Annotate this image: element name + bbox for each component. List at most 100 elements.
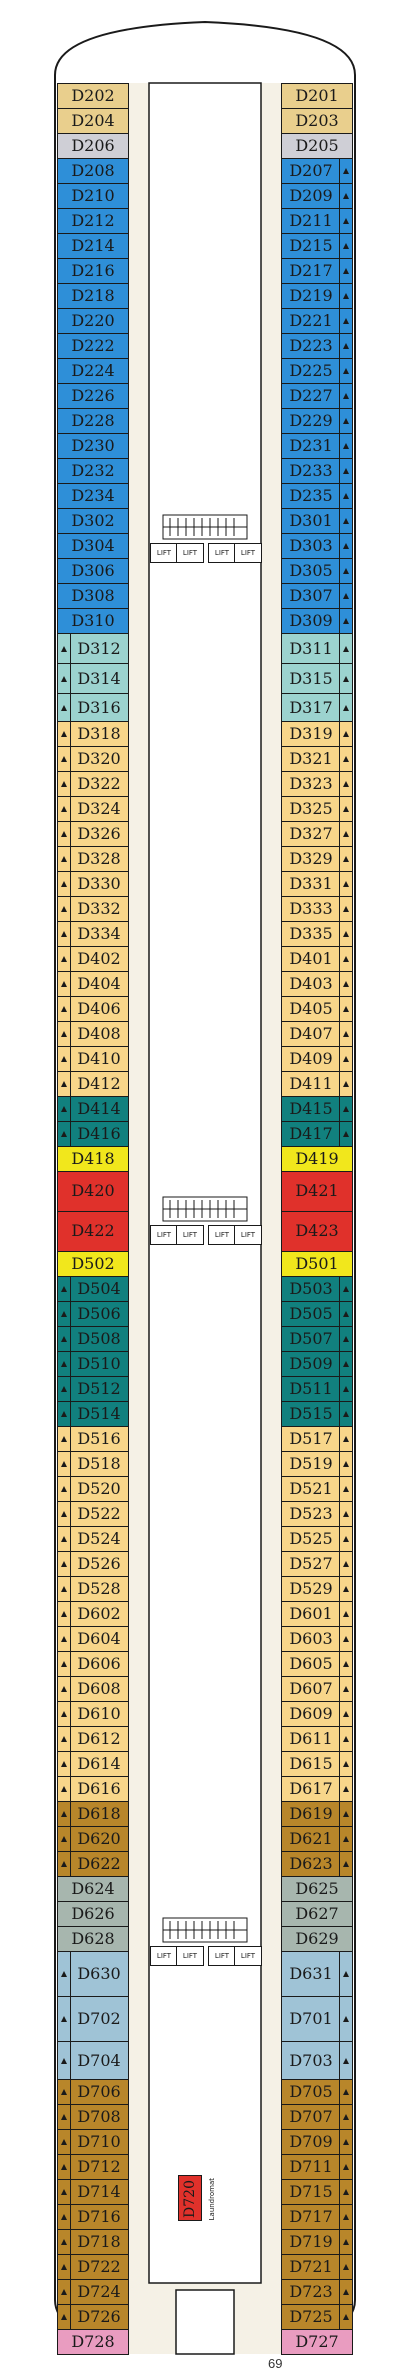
cabin-d410[interactable]: D410 <box>57 1045 129 1072</box>
cabin-d335[interactable]: D335 <box>281 920 353 947</box>
cabin-d221[interactable]: D221 <box>281 308 353 335</box>
cabin-d408[interactable]: D408 <box>57 1020 129 1047</box>
cabin-d316[interactable]: D316 <box>57 693 129 722</box>
cabin-d619[interactable]: D619 <box>281 1801 353 1828</box>
cabin-d215[interactable]: D215 <box>281 233 353 260</box>
cabin-d414[interactable]: D414 <box>57 1095 129 1122</box>
cabin-d232[interactable]: D232 <box>57 458 129 485</box>
cabin-d728[interactable]: D728 <box>57 2328 129 2355</box>
cabin-d607[interactable]: D607 <box>281 1676 353 1703</box>
cabin-d509[interactable]: D509 <box>281 1351 353 1378</box>
cabin-d519[interactable]: D519 <box>281 1451 353 1478</box>
cabin-d525[interactable]: D525 <box>281 1526 353 1553</box>
cabin-d412[interactable]: D412 <box>57 1070 129 1097</box>
cabin-d330[interactable]: D330 <box>57 870 129 897</box>
cabin-d725[interactable]: D725 <box>281 2303 353 2330</box>
cabin-d303[interactable]: D303 <box>281 533 353 560</box>
cabin-d304[interactable]: D304 <box>57 533 129 560</box>
cabin-d327[interactable]: D327 <box>281 820 353 847</box>
cabin-d625[interactable]: D625 <box>281 1876 353 1903</box>
cabin-d206[interactable]: D206 <box>57 133 129 160</box>
cabin-d401[interactable]: D401 <box>281 945 353 972</box>
cabin-d717[interactable]: D717 <box>281 2203 353 2230</box>
cabin-d331[interactable]: D331 <box>281 870 353 897</box>
cabin-d321[interactable]: D321 <box>281 745 353 772</box>
cabin-d202[interactable]: D202 <box>57 83 129 109</box>
cabin-d328[interactable]: D328 <box>57 845 129 872</box>
cabin-d521[interactable]: D521 <box>281 1476 353 1503</box>
cabin-d311[interactable]: D311 <box>281 633 353 665</box>
cabin-d220[interactable]: D220 <box>57 308 129 335</box>
cabin-d528[interactable]: D528 <box>57 1576 129 1603</box>
cabin-d715[interactable]: D715 <box>281 2178 353 2205</box>
cabin-d630[interactable]: D630 <box>57 1951 129 1998</box>
cabin-d405[interactable]: D405 <box>281 995 353 1022</box>
cabin-d230[interactable]: D230 <box>57 433 129 460</box>
cabin-d234[interactable]: D234 <box>57 483 129 510</box>
cabin-d702[interactable]: D702 <box>57 1996 129 2043</box>
cabin-d318[interactable]: D318 <box>57 720 129 747</box>
cabin-d201[interactable]: D201 <box>281 83 353 109</box>
cabin-d620[interactable]: D620 <box>57 1826 129 1853</box>
cabin-d411[interactable]: D411 <box>281 1070 353 1097</box>
cabin-d710[interactable]: D710 <box>57 2128 129 2155</box>
cabin-d514[interactable]: D514 <box>57 1401 129 1428</box>
cabin-d507[interactable]: D507 <box>281 1326 353 1353</box>
cabin-d216[interactable]: D216 <box>57 258 129 285</box>
cabin-d709[interactable]: D709 <box>281 2128 353 2155</box>
cabin-d605[interactable]: D605 <box>281 1651 353 1678</box>
cabin-d417[interactable]: D417 <box>281 1120 353 1147</box>
cabin-d626[interactable]: D626 <box>57 1901 129 1928</box>
cabin-d312[interactable]: D312 <box>57 633 129 665</box>
cabin-d501[interactable]: D501 <box>281 1251 353 1277</box>
cabin-d227[interactable]: D227 <box>281 383 353 410</box>
cabin-d229[interactable]: D229 <box>281 408 353 435</box>
cabin-d404[interactable]: D404 <box>57 970 129 997</box>
cabin-d306[interactable]: D306 <box>57 558 129 585</box>
cabin-d610[interactable]: D610 <box>57 1701 129 1728</box>
cabin-d214[interactable]: D214 <box>57 233 129 260</box>
cabin-d603[interactable]: D603 <box>281 1626 353 1653</box>
cabin-d608[interactable]: D608 <box>57 1676 129 1703</box>
cabin-d727[interactable]: D727 <box>281 2328 353 2355</box>
cabin-d714[interactable]: D714 <box>57 2178 129 2205</box>
cabin-d606[interactable]: D606 <box>57 1651 129 1678</box>
cabin-d333[interactable]: D333 <box>281 895 353 922</box>
cabin-d506[interactable]: D506 <box>57 1301 129 1328</box>
cabin-d305[interactable]: D305 <box>281 558 353 585</box>
cabin-d516[interactable]: D516 <box>57 1426 129 1453</box>
cabin-d612[interactable]: D612 <box>57 1726 129 1753</box>
cabin-d210[interactable]: D210 <box>57 183 129 210</box>
cabin-d511[interactable]: D511 <box>281 1376 353 1403</box>
cabin-d726[interactable]: D726 <box>57 2303 129 2330</box>
cabin-d621[interactable]: D621 <box>281 1826 353 1853</box>
cabin-d526[interactable]: D526 <box>57 1551 129 1578</box>
cabin-d310[interactable]: D310 <box>57 608 129 635</box>
cabin-d407[interactable]: D407 <box>281 1020 353 1047</box>
cabin-d724[interactable]: D724 <box>57 2278 129 2305</box>
cabin-d512[interactable]: D512 <box>57 1376 129 1403</box>
cabin-d515[interactable]: D515 <box>281 1401 353 1428</box>
cabin-d322[interactable]: D322 <box>57 770 129 797</box>
cabin-d502[interactable]: D502 <box>57 1251 129 1277</box>
cabin-d225[interactable]: D225 <box>281 358 353 385</box>
cabin-d224[interactable]: D224 <box>57 358 129 385</box>
cabin-d602[interactable]: D602 <box>57 1601 129 1628</box>
cabin-d416[interactable]: D416 <box>57 1120 129 1147</box>
cabin-d703[interactable]: D703 <box>281 2041 353 2080</box>
cabin-d723[interactable]: D723 <box>281 2278 353 2305</box>
cabin-d718[interactable]: D718 <box>57 2228 129 2255</box>
cabin-d503[interactable]: D503 <box>281 1276 353 1303</box>
cabin-d631[interactable]: D631 <box>281 1951 353 1998</box>
cabin-d402[interactable]: D402 <box>57 945 129 972</box>
cabin-d423[interactable]: D423 <box>281 1210 353 1252</box>
cabin-d716[interactable]: D716 <box>57 2203 129 2230</box>
cabin-d219[interactable]: D219 <box>281 283 353 310</box>
cabin-d415[interactable]: D415 <box>281 1095 353 1122</box>
cabin-d329[interactable]: D329 <box>281 845 353 872</box>
cabin-d334[interactable]: D334 <box>57 920 129 947</box>
cabin-d218[interactable]: D218 <box>57 283 129 310</box>
cabin-d705[interactable]: D705 <box>281 2078 353 2105</box>
cabin-d523[interactable]: D523 <box>281 1501 353 1528</box>
cabin-d315[interactable]: D315 <box>281 663 353 695</box>
